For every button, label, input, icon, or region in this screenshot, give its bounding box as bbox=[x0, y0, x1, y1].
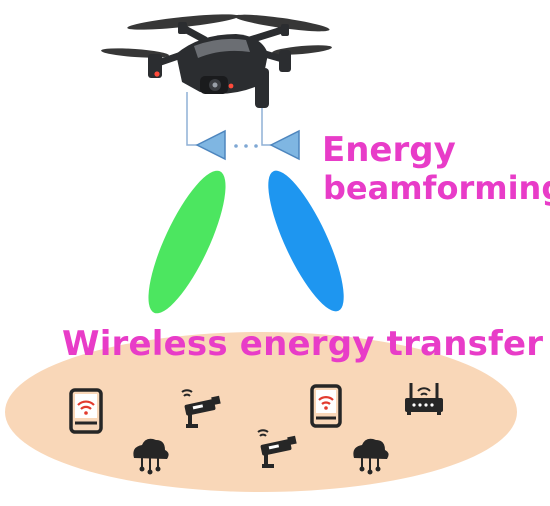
antenna-array-ellipsis bbox=[234, 144, 258, 148]
tablet-icon bbox=[69, 388, 103, 434]
antenna-icon bbox=[195, 129, 226, 161]
label-wireless-energy-transfer: Wireless energy transfer bbox=[62, 324, 544, 364]
security-camera-icon bbox=[257, 429, 297, 468]
drone-icon bbox=[101, 14, 332, 108]
cloud-network-icon bbox=[133, 438, 169, 475]
label-energy-beamforming-line2: beamforming bbox=[323, 169, 550, 207]
security-camera-icon bbox=[181, 389, 221, 428]
ground-devices bbox=[69, 383, 443, 475]
label-energy-beamforming-line1: Energy bbox=[322, 130, 456, 170]
energy-beam-left bbox=[148, 170, 226, 314]
energy-beam-right bbox=[268, 170, 344, 312]
antenna-icon bbox=[269, 129, 300, 161]
antenna-array bbox=[195, 129, 300, 161]
cloud-network-icon bbox=[353, 438, 389, 475]
wifi-router-icon bbox=[405, 383, 443, 415]
ground-coverage-area bbox=[5, 332, 517, 492]
tablet-icon bbox=[310, 384, 342, 428]
